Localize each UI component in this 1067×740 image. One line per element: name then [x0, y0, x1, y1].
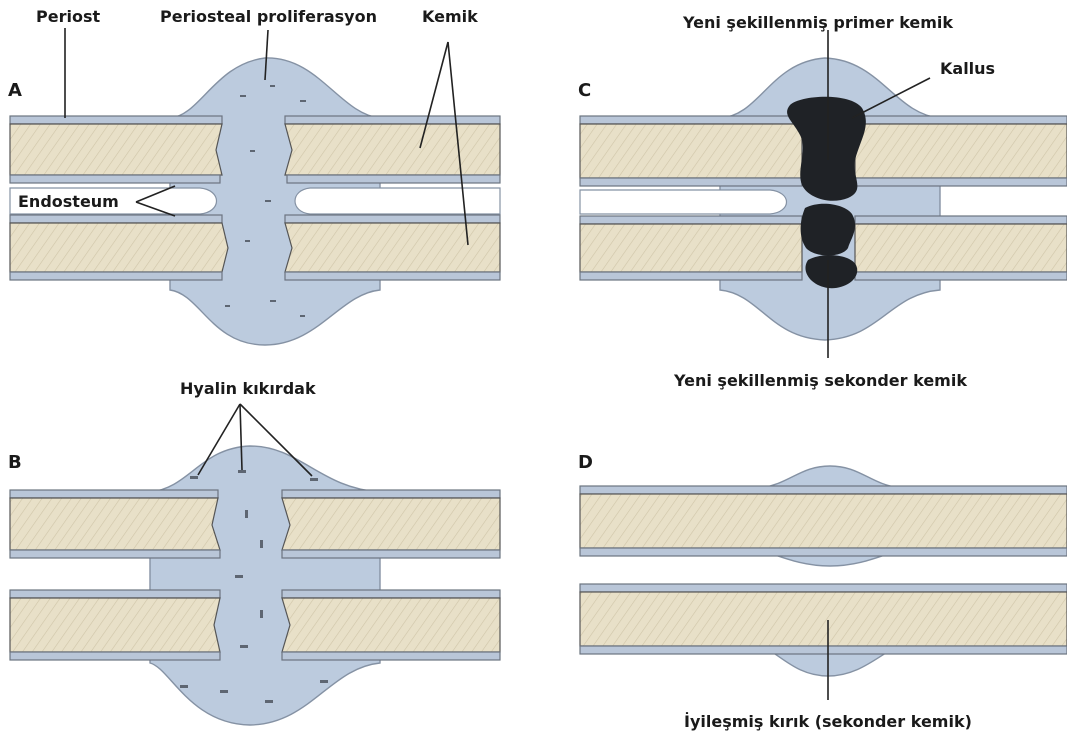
panel-d: D İyileşmiş kırık (sekonder kemik) [578, 452, 1067, 731]
bone-b-left-lower [10, 590, 220, 660]
bone-c-left-upper [580, 116, 802, 186]
bone-right-upper [285, 116, 500, 183]
panel-b: B Hyalin kıkırdak [8, 379, 500, 725]
bone-b-right-lower [282, 590, 500, 660]
label-callus: Kallus [940, 59, 995, 78]
label-hyaline-cartilage: Hyalin kıkırdak [180, 379, 316, 398]
label-new-secondary-bone: Yeni şekillenmiş sekonder kemik [673, 371, 967, 390]
bone-left-lower [10, 215, 228, 280]
bone-d-upper [580, 486, 1067, 556]
bone-c-left-lower [580, 216, 802, 280]
label-kemik: Kemik [422, 7, 478, 26]
bone-left-upper [10, 116, 222, 183]
bone-b-right-upper [282, 490, 500, 558]
hyaline-cartilage-tissue [150, 446, 380, 725]
label-endosteum: Endosteum [18, 192, 119, 211]
label-healed-fracture: İyileşmiş kırık (sekonder kemik) [684, 712, 972, 731]
label-periosteal-proliferation: Periosteal proliferasyon [160, 7, 377, 26]
endosteum-cavity-right [295, 188, 500, 214]
bone-c-right-lower [855, 216, 1067, 280]
bone-d-lower [580, 584, 1067, 654]
bone-c-right-upper [855, 116, 1067, 186]
panel-a: A Periost Periosteal proliferasyon Kemik… [8, 7, 500, 345]
panel-label-d: D [578, 452, 593, 473]
bone-right-lower [285, 215, 500, 280]
label-periost: Periost [36, 7, 100, 26]
panel-label-c: C [578, 80, 591, 101]
endosteum-cavity-c [580, 190, 787, 214]
bone-b-left-upper [10, 490, 220, 558]
panel-label-a: A [8, 80, 22, 101]
panel-label-b: B [8, 452, 22, 473]
label-new-primary-bone: Yeni şekillenmiş primer kemik [682, 13, 953, 32]
panel-c: C Yeni şekillenmiş primer kemik Kallus Y… [578, 13, 1067, 390]
